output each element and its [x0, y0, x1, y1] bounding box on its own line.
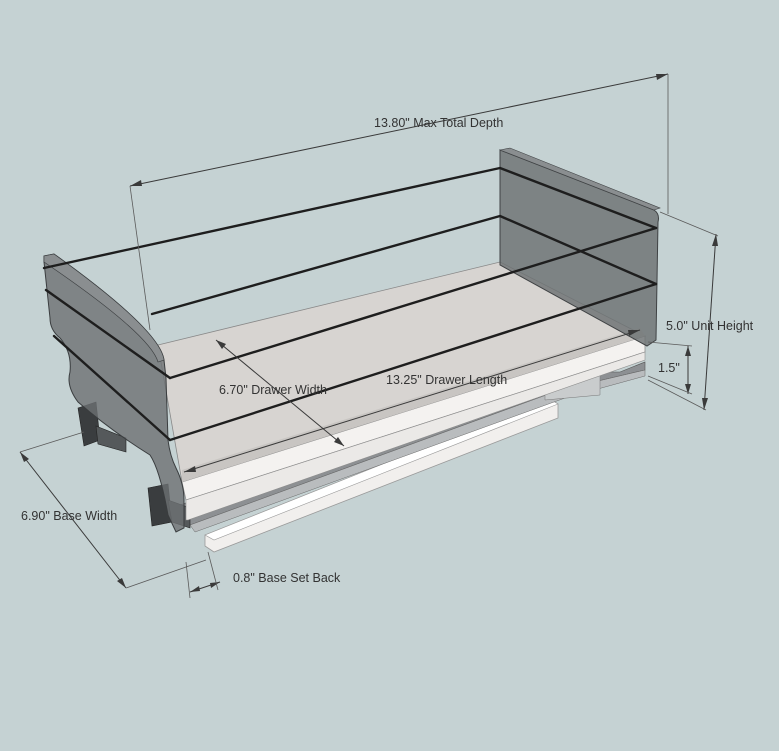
front-lower-rail — [52, 334, 172, 442]
drawer-floor — [157, 261, 647, 521]
base-height-label: 1.5" — [658, 361, 680, 375]
dimension-lines — [19, 73, 719, 599]
drawer-width-label: 6.70" Drawer Width — [219, 383, 327, 397]
unit-height-label: 5.0" Unit Height — [666, 319, 754, 333]
max-total-depth-label: 13.80" Max Total Depth — [374, 116, 503, 130]
max-depth-dim-line — [129, 73, 669, 187]
front-side-panel — [43, 253, 185, 533]
base-width-dim-line — [19, 451, 127, 589]
dimension-labels: 13.80" Max Total Depth 5.0" Unit Height … — [21, 116, 754, 585]
unit-height-dim-line — [703, 233, 717, 411]
drawer-length-label: 13.25" Drawer Length — [386, 373, 507, 387]
lower-front-rail — [168, 282, 658, 442]
drawer-length-dim-line — [183, 329, 641, 473]
front-panel-rail — [44, 288, 172, 380]
slide-mechanism — [77, 361, 646, 533]
drawer-rails — [42, 166, 658, 442]
upper-back-rail-front — [42, 166, 502, 270]
upper-front-rail — [168, 226, 658, 380]
base-set-back-label: 0.8" Base Set Back — [233, 571, 341, 585]
upper-side-rail — [498, 166, 658, 230]
base-width-label: 6.90" Base Width — [21, 509, 117, 523]
lower-back-rail-front — [150, 214, 502, 316]
lower-side-rail — [498, 214, 658, 286]
